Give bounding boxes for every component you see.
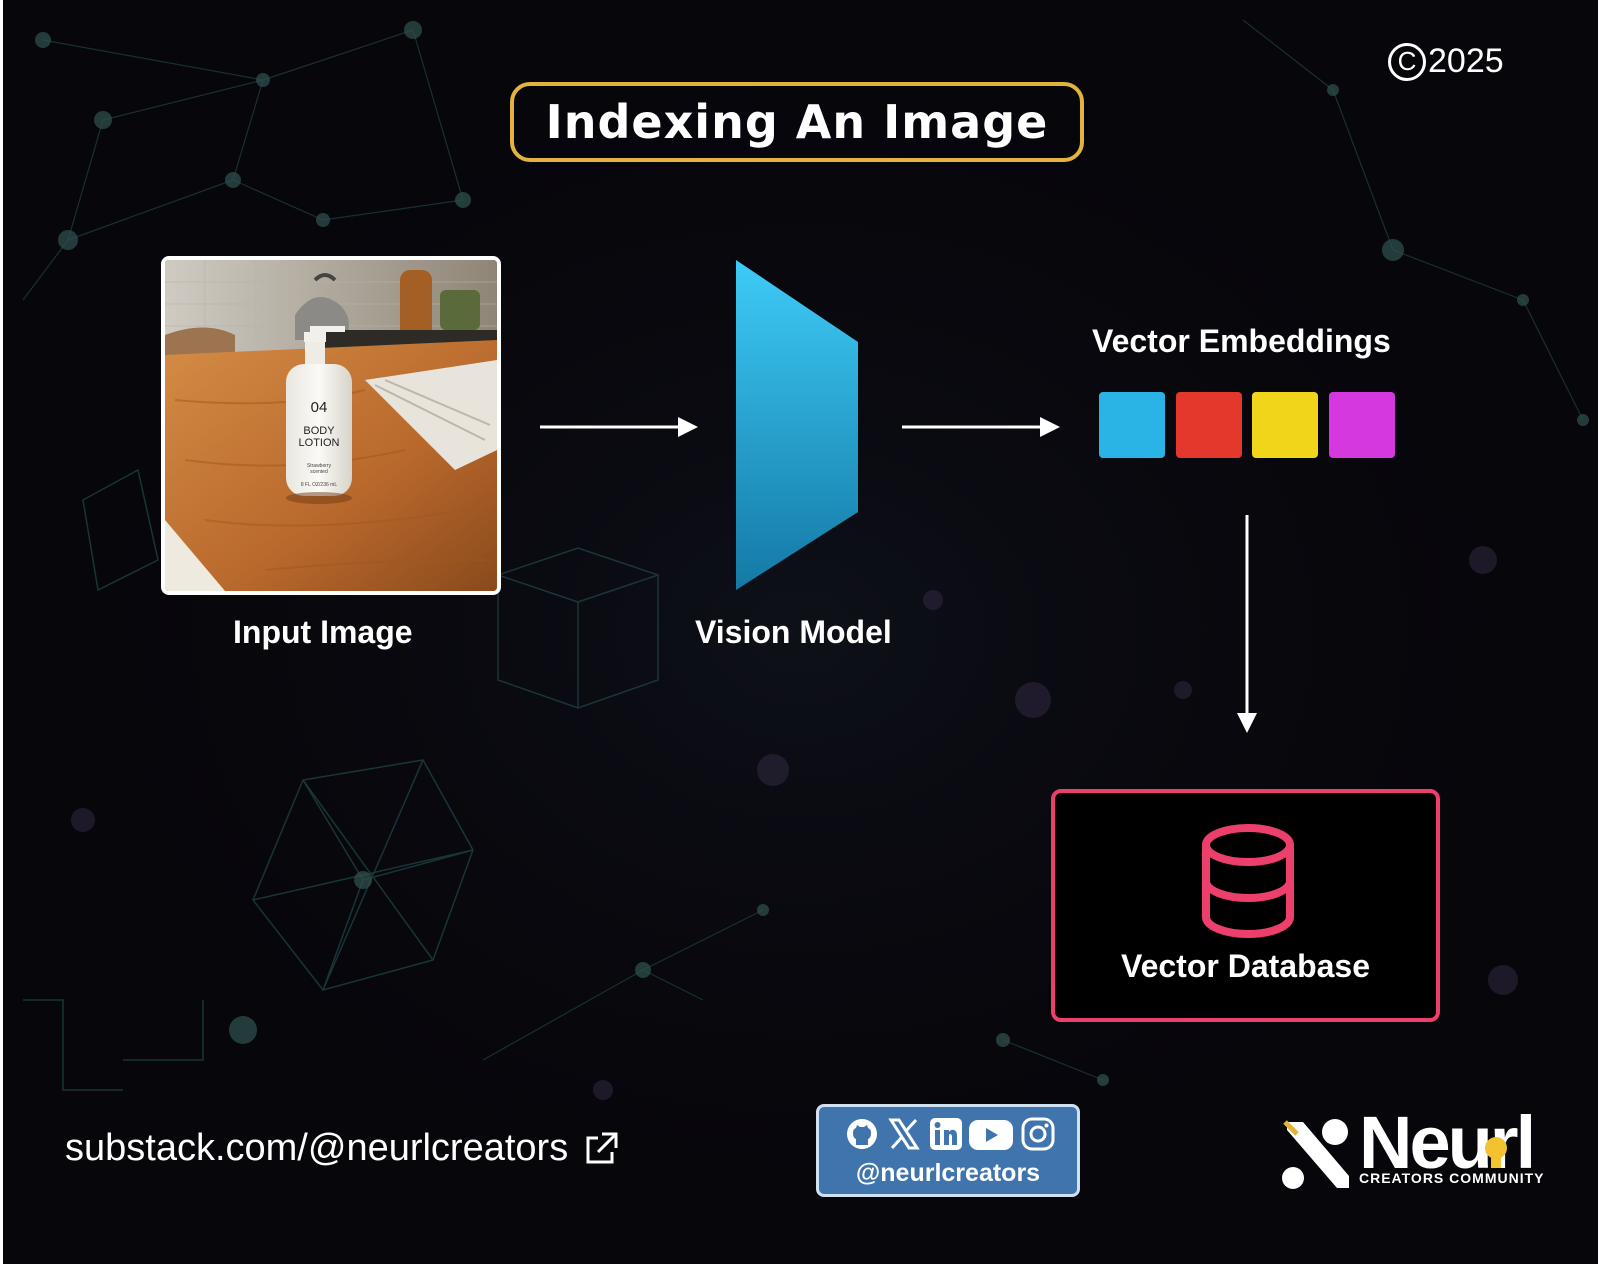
instagram-icon[interactable]	[1021, 1117, 1055, 1151]
vision-model-label: Vision Model	[695, 614, 892, 650]
svg-text:scented: scented	[310, 469, 328, 475]
input-image-label: Input Image	[233, 614, 413, 650]
embedding-swatch-red	[1176, 392, 1242, 458]
diagram-title: Indexing An Image	[545, 95, 1049, 149]
vision-model-shape	[736, 260, 858, 590]
substack-link[interactable]: substack.com/@neurlcreators	[65, 1127, 620, 1170]
arrow-image-to-model	[540, 417, 698, 437]
svg-text:8 FL OZ/236 mL: 8 FL OZ/236 mL	[301, 482, 337, 488]
network-background	[3, 0, 1598, 1264]
svg-text:LOTION: LOTION	[299, 437, 340, 449]
github-icon[interactable]	[845, 1117, 879, 1151]
embeddings-label: Vector Embeddings	[1092, 323, 1391, 359]
social-handle[interactable]: @neurlcreators	[855, 1159, 1041, 1187]
vector-database-label: Vector Database	[1120, 948, 1370, 984]
arrow-model-to-embeddings	[902, 417, 1060, 437]
svg-text:Strawberry: Strawberry	[307, 463, 332, 469]
copyright-year: 2025	[1428, 42, 1504, 80]
svg-text:04: 04	[311, 399, 328, 416]
x-icon[interactable]	[887, 1117, 921, 1151]
diagram-canvas: Indexing An Image C 2025	[3, 0, 1598, 1264]
youtube-icon[interactable]	[969, 1119, 1013, 1151]
embedding-swatch-magenta	[1329, 392, 1395, 458]
embedding-swatch-yellow	[1252, 392, 1318, 458]
arrow-embeddings-to-database	[1237, 515, 1257, 733]
copyright-notice: C 2025	[1388, 42, 1504, 81]
copyright-icon: C	[1388, 42, 1426, 81]
substack-link-text[interactable]: substack.com/@neurlcreators	[65, 1127, 569, 1169]
social-badge[interactable]: @neurlcreators	[816, 1104, 1080, 1197]
lightbulb-icon	[1485, 1137, 1507, 1168]
brand-tagline: CREATORS COMMUNITY	[1359, 1170, 1545, 1186]
brand-name: Neurl	[1359, 1101, 1536, 1184]
database-icon	[1202, 824, 1294, 938]
external-link-icon[interactable]	[582, 1130, 620, 1168]
neurl-logo-mark	[1282, 1119, 1349, 1189]
title-box: Indexing An Image	[510, 82, 1084, 162]
svg-text:BODY: BODY	[303, 425, 335, 437]
embedding-swatch-cyan	[1099, 392, 1165, 458]
linkedin-icon[interactable]	[929, 1117, 963, 1151]
input-image: 04 BODY LOTION Strawberry scented 8 FL O…	[161, 256, 501, 595]
vector-database-box: Vector Database	[1051, 789, 1440, 1022]
